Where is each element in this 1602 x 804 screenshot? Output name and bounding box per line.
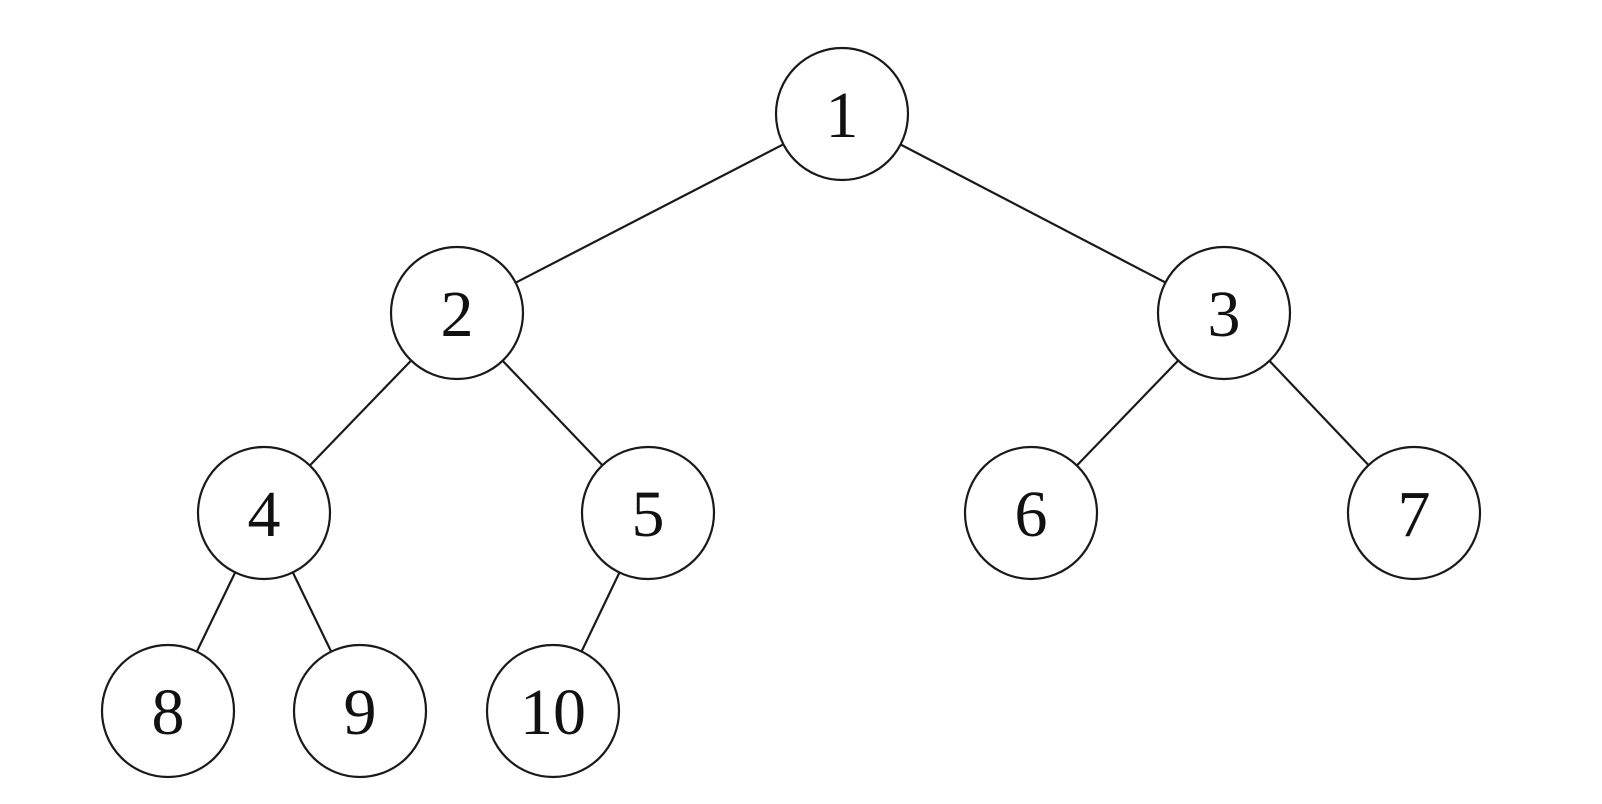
- tree-node-7: 7: [1346, 445, 1482, 581]
- node-label: 5: [632, 478, 665, 551]
- node-circle: [100, 643, 236, 779]
- node-circle: [196, 445, 332, 581]
- tree-nodes: 1 2 3 4 5 6 7 8 9 10: [100, 46, 1482, 779]
- edge-n2-n5: [501, 359, 604, 467]
- node-label: 4: [248, 478, 281, 551]
- tree-node-8: 8: [100, 643, 236, 779]
- edge-n4-n9: [291, 571, 333, 653]
- node-label: 2: [441, 278, 474, 351]
- node-label: 6: [1015, 478, 1048, 551]
- tree-node-4: 4: [196, 445, 332, 581]
- edge-n2-n4: [309, 359, 412, 467]
- edge-n1-n3: [900, 143, 1166, 284]
- node-circle: [1156, 245, 1292, 381]
- tree-node-6: 6: [963, 445, 1099, 581]
- tree-node-9: 9: [292, 643, 428, 779]
- edge-n4-n8: [195, 571, 237, 653]
- node-label: 10: [520, 676, 586, 749]
- node-circle: [485, 643, 621, 779]
- tree-node-3: 3: [1156, 245, 1292, 381]
- edge-n3-n7: [1268, 360, 1370, 466]
- node-label: 1: [826, 79, 859, 152]
- edge-n1-n2: [515, 143, 784, 284]
- edge-n3-n6: [1076, 359, 1179, 467]
- node-circle: [580, 445, 716, 581]
- node-circle: [1346, 445, 1482, 581]
- tree-node-5: 5: [580, 445, 716, 581]
- tree-edges: [195, 143, 1370, 653]
- node-label: 9: [344, 676, 377, 749]
- node-circle: [292, 643, 428, 779]
- edge-n5-n10: [580, 572, 621, 652]
- tree-node-10: 10: [485, 643, 621, 779]
- node-circle: [774, 46, 910, 182]
- node-label: 7: [1398, 478, 1431, 551]
- node-circle: [389, 245, 525, 381]
- node-circle: [963, 445, 1099, 581]
- node-label: 3: [1208, 278, 1241, 351]
- node-label: 8: [152, 676, 185, 749]
- tree-node-1: 1: [774, 46, 910, 182]
- tree-node-2: 2: [389, 245, 525, 381]
